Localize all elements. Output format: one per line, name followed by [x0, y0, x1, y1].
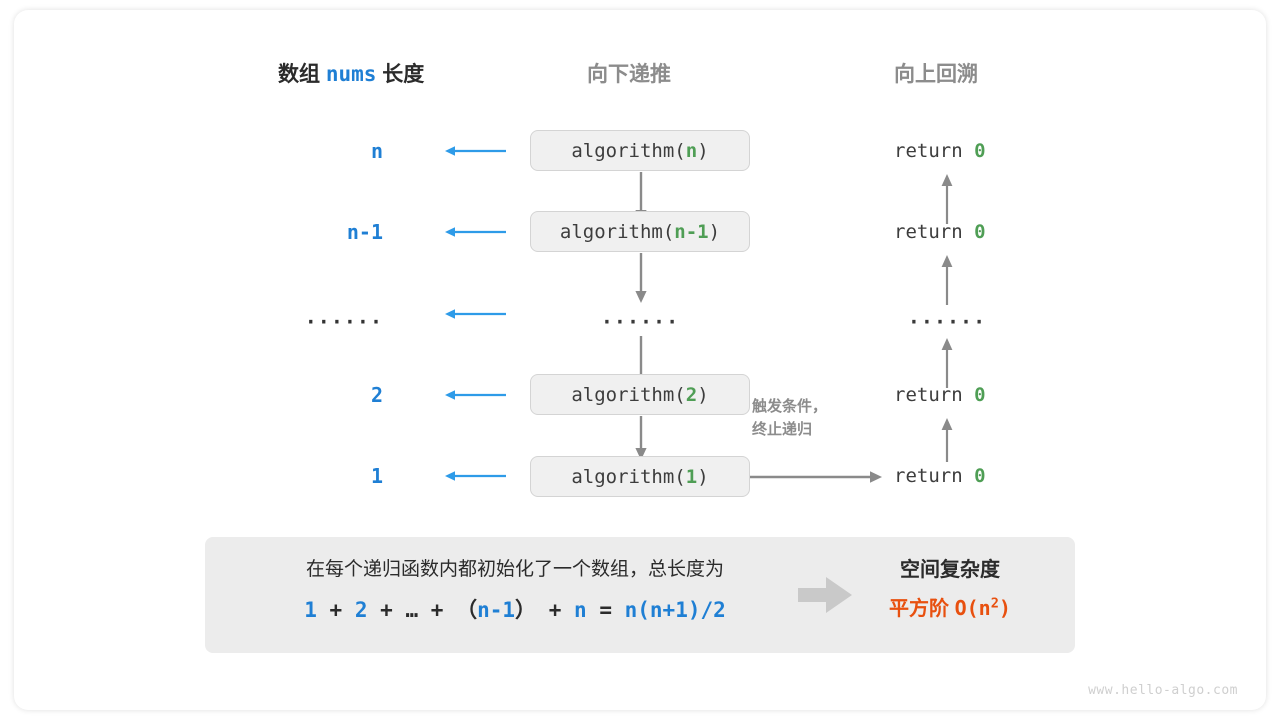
call-box-row-4: algorithm(2)	[530, 374, 750, 415]
down-arrow-4-to-5	[635, 416, 647, 460]
header-array-post: 长度	[382, 63, 425, 86]
formula-term-4: n	[574, 598, 587, 622]
formula-paren-close: ）	[515, 598, 537, 622]
return-value-row-5: 0	[974, 465, 986, 487]
formula-op-1: +	[329, 598, 343, 622]
return-text-row-5: return	[894, 465, 975, 487]
down-arrow-2-to-dots	[635, 253, 647, 303]
formula-term-2: 2	[354, 598, 368, 622]
complexity-tail: )	[998, 596, 1011, 620]
header-array-code: nums	[325, 62, 377, 86]
up-arrow-5-to-4	[941, 418, 953, 462]
return-value-row-4: 0	[974, 384, 986, 406]
up-arrow-2-to-1	[941, 174, 953, 224]
call-box-arg-row-2: n-1	[674, 220, 709, 243]
left-arrow-row-2	[445, 227, 506, 237]
termination-note: 触发条件， 终止递归	[752, 395, 827, 442]
return-value-row-1: 0	[974, 140, 986, 162]
summary-formula: 1 + 2 + … + （n-1） + n = n(n+1)/2	[235, 594, 795, 624]
return-label-row-2: return 0	[894, 221, 986, 243]
header-array-pre: 数组	[278, 63, 320, 86]
left-arrow-row-1	[445, 146, 506, 156]
formula-term-3: n-1	[477, 598, 516, 622]
formula-result: n(n+1)/2	[624, 598, 726, 622]
call-box-row-5: algorithm(1)	[530, 456, 750, 497]
call-box-row-2: algorithm(n-1)	[530, 211, 750, 252]
formula-ellipsis: …	[405, 598, 419, 622]
termination-note-line-1: 触发条件，	[752, 398, 828, 415]
watermark: www.hello-algo.com	[1088, 683, 1238, 698]
summary-description: 在每个递归函数内都初始化了一个数组，总长度为	[305, 559, 724, 580]
up-arrow-dots-to-2	[941, 255, 953, 305]
header-backtrack-up: 向上回溯	[894, 63, 978, 86]
header-array-length: 数组 nums 长度	[278, 58, 424, 88]
complexity-exponent: 2	[990, 595, 999, 612]
call-box-arg-row-1: n	[685, 139, 698, 162]
complexity-name: 平方阶	[889, 598, 950, 620]
formula-term-1: 1	[304, 598, 317, 622]
formula-paren-open: （	[456, 598, 478, 622]
call-box-fn-row-2: algorithm(	[559, 220, 675, 243]
formula-equals: =	[599, 598, 612, 622]
return-text-row-4: return	[894, 384, 975, 406]
header-recurse-down: 向下递推	[587, 63, 671, 86]
complexity-bigo: O(n	[954, 596, 991, 620]
summary-result-value: 平方阶 O(n2)	[845, 592, 1055, 621]
call-box-arg-row-5: 1	[685, 465, 698, 488]
summary-panel: 在每个递归函数内都初始化了一个数组，总长度为 1 + 2 + … + （n-1）…	[205, 537, 1075, 653]
call-box-row-ellipsis: ······	[600, 310, 680, 334]
return-label-row-5: return 0	[894, 465, 986, 487]
right-arrow-icon	[798, 577, 852, 613]
call-box-fn-row-5: algorithm(	[571, 465, 686, 488]
formula-op-2: +	[380, 598, 393, 622]
left-arrow-row-5	[445, 471, 506, 481]
call-box-fn-row-1: algorithm(	[571, 139, 686, 162]
return-value-row-2: 0	[974, 221, 986, 243]
return-text-row-2: return	[894, 221, 975, 243]
up-arrow-4-to-dots	[941, 338, 953, 388]
left-arrow-row-4	[445, 390, 506, 400]
return-text-row-1: return	[894, 140, 975, 162]
length-label-row-2: n-1	[346, 220, 383, 244]
base-case-arrow	[750, 471, 882, 483]
call-box-fn-row-4: algorithm(	[571, 383, 686, 406]
length-label-row-1: n	[370, 139, 383, 163]
return-label-row-4: return 0	[894, 384, 986, 406]
call-box-close-row-4: )	[697, 383, 709, 406]
summary-result-label: 空间复杂度	[900, 559, 1000, 581]
length-label-row-5: 1	[370, 464, 383, 488]
length-label-row-4: 2	[370, 383, 383, 407]
call-box-close-row-2: )	[708, 220, 721, 243]
call-box-close-row-1: )	[697, 139, 709, 162]
summary-result: 空间复杂度 平方阶 O(n2)	[845, 553, 1055, 621]
formula-op-3: +	[430, 598, 444, 622]
call-box-close-row-5: )	[697, 465, 709, 488]
formula-op-4: +	[548, 598, 562, 622]
return-label-row-1: return 0	[894, 140, 986, 162]
return-label-row-ellipsis: ······	[907, 310, 987, 334]
call-box-row-1: algorithm(n)	[530, 130, 750, 171]
left-arrow-row-ellipsis	[445, 309, 506, 319]
length-label-row-ellipsis: ······	[304, 310, 383, 334]
termination-note-line-2: 终止递归	[752, 421, 813, 439]
call-box-arg-row-4: 2	[685, 383, 698, 406]
